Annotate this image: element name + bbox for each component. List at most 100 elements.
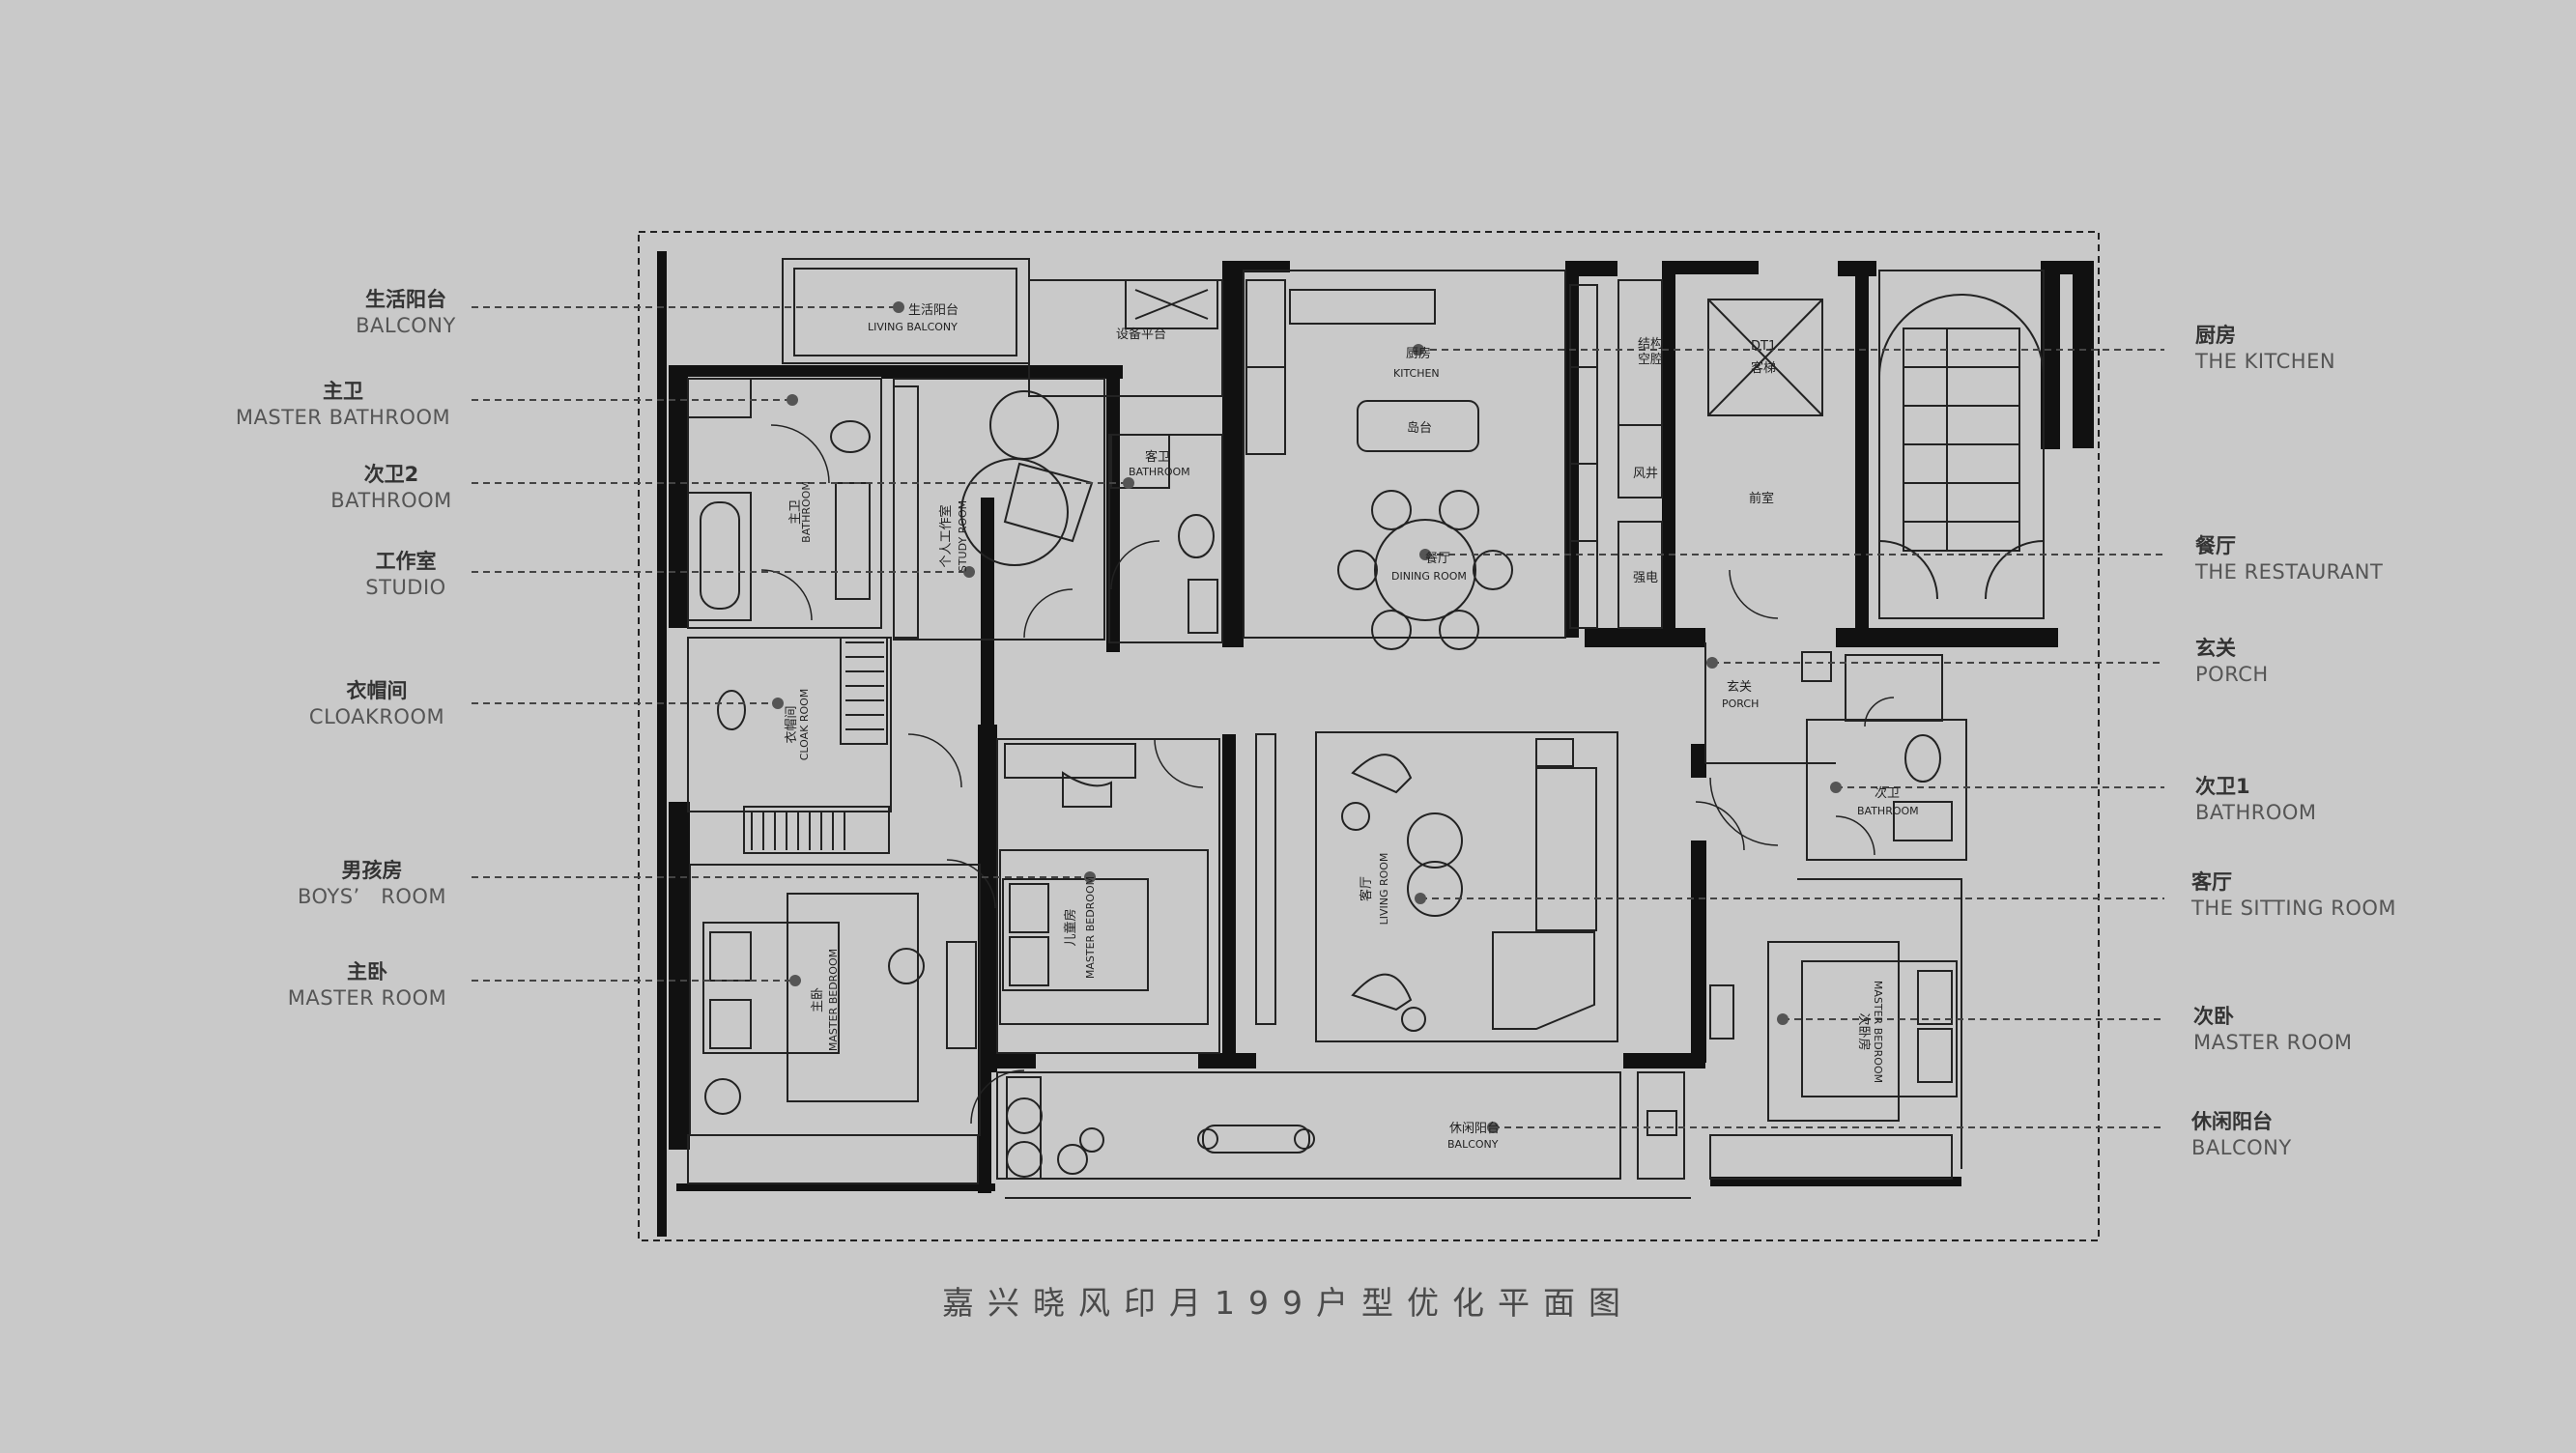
label-leisure-cn: 休闲阳台 [1449,1122,1500,1136]
callout-balcony-leisure: 休闲阳台 BALCONY [2191,1109,2385,1161]
marker-bathroom-1 [1830,782,1842,793]
label-child-cn: 儿童房 [1063,908,1078,946]
callout-cn: 工作室 [375,550,437,573]
callout-en: STUDIO [365,576,446,599]
callout-cn: 餐厅 [2195,534,2236,557]
callout-cn: 次卫2 [363,463,419,486]
callout-cn: 主卫 [323,380,363,403]
callout-balcony-living: 生活阳台 BALCONY [329,287,483,339]
plan-title: 嘉兴晓风印月199户型优化平面图 [942,1284,1634,1322]
callout-leaders [472,306,2164,1128]
label-bath1-cn: 次卫 [1875,785,1900,801]
callout-cn: 男孩房 [341,859,403,882]
label-elevator2: 客梯 [1751,360,1776,376]
callout-studio: 工作室 STUDIO [338,549,473,601]
callout-cn: 休闲阳台 [2191,1110,2273,1133]
label-kitchen-cn: 厨房 [1406,346,1431,361]
callout-porch: 玄关 PORCH [2195,636,2350,688]
label-child-en: MASTER BEDROOM [1084,876,1097,979]
label-guest-bath-cn: 客卫 [1145,449,1170,465]
callout-cn: 衣帽间 [346,679,408,702]
callout-boys-room: 男孩房 BOYS’ ROOM [280,858,464,910]
label-master-bath-cn: 主卫 [788,499,803,525]
marker-porch [1706,657,1718,669]
label-elevator: DT1 [1751,339,1776,354]
label-cloak-en: CLOAK ROOM [798,689,811,761]
marker-studio [963,566,975,578]
callout-bathroom-1: 次卫1 BATHROOM [2195,774,2369,826]
label-anteroom: 前室 [1749,491,1774,506]
label-master-bed-cn: 主卧 [811,987,825,1012]
marker-balcony-living [893,301,904,313]
marker-sitting-room [1415,893,1426,904]
marker-balcony-leisure [1487,1122,1499,1133]
callout-en: THE RESTAURANT [2195,560,2384,584]
callout-en: BOYS’ ROOM [297,885,447,908]
label-island: 岛台 [1407,420,1432,436]
callout-en: CLOAKROOM [308,705,445,728]
callout-master-room: 主卧 MASTER ROOM [271,959,464,1011]
callout-en: BATHROOM [330,489,452,512]
callout-en: MASTER ROOM [2193,1031,2353,1054]
label-kitchen-en: KITCHEN [1393,367,1440,380]
callout-cn: 次卫1 [2195,775,2250,798]
label-structure-cn: 结构 [1638,337,1663,352]
callout-restaurant: 餐厅 THE RESTAURANT [2195,533,2427,585]
marker-kitchen [1413,344,1424,356]
callout-markers [772,301,1842,1133]
marker-bathroom-2 [1123,477,1134,489]
callout-cn: 客厅 [2191,870,2232,894]
label-study-en: STUDY ROOM [957,500,969,572]
callout-cn: 次卧 [2193,1005,2234,1028]
callout-en: PORCH [2195,663,2269,686]
label-dining-en: DINING ROOM [1391,570,1467,583]
callout-en: BALCONY [2191,1136,2292,1159]
label-living-cn: 客厅 [1359,876,1374,901]
label-second-bed-cn: 次卧房 [1856,1012,1872,1050]
callout-en: MASTER ROOM [287,986,447,1010]
label-study-cn: 个人工作室 [938,504,954,567]
callout-cloakroom: 衣帽间 CLOAKROOM [290,678,464,730]
callout-en: THE KITCHEN [2195,350,2336,373]
label-air-shaft: 风井 [1633,467,1658,481]
callout-cn: 厨房 [2195,324,2236,347]
callout-bathroom-2: 次卫2 BATHROOM [309,462,473,514]
marker-restaurant [1419,549,1431,560]
callout-en: THE SITTING ROOM [2191,897,2396,920]
label-porch-cn: 玄关 [1727,680,1752,695]
label-porch-en: PORCH [1722,698,1759,710]
callout-sitting-room: 客厅 THE SITTING ROOM [2191,869,2452,922]
label-leisure-en: BALCONY [1447,1138,1499,1151]
label-dining-cn: 餐厅 [1425,551,1450,566]
room-labels: 生活阳台 LIVING BALCONY 设备平台 客卫 BATHROOM 厨房 … [784,303,1919,1151]
marker-second-bedroom [1777,1013,1789,1025]
callout-cn: 生活阳台 [365,288,446,311]
callout-en: BALCONY [356,314,456,337]
label-power: 强电 [1633,571,1658,585]
marker-cloakroom [772,698,784,709]
marker-master-bathroom [787,394,798,406]
callout-master-bathroom: 主卫 MASTER BATHROOM [213,379,473,431]
callout-second-bedroom: 次卧 MASTER ROOM [2193,1004,2406,1056]
door-swings [760,424,1895,1125]
label-equipment-platform: 设备平台 [1116,327,1166,342]
walls [657,251,2094,1237]
callout-cn: 主卧 [347,960,387,983]
label-living-en: LIVING ROOM [1378,853,1390,926]
label-bath1-en: BATHROOM [1857,805,1919,817]
label-living-balcony-en: LIVING BALCONY [868,321,958,333]
callout-en: BATHROOM [2195,801,2317,824]
marker-master-room [789,975,801,986]
label-structure-cn2: 空腔 [1638,353,1663,367]
callout-cn: 玄关 [2195,637,2236,660]
interior-lines [687,258,2045,1199]
site-boundary [638,231,2100,1241]
label-cloak-cn: 衣帽间 [784,705,799,743]
callout-en: MASTER BATHROOM [235,406,451,429]
label-master-bath-en: BATHROOM [800,481,813,543]
label-master-bed-en: MASTER BEDROOM [827,949,840,1051]
callout-kitchen: 厨房 THE KITCHEN [2195,323,2408,375]
label-second-bed-en: MASTER BEDROOM [1872,981,1884,1083]
